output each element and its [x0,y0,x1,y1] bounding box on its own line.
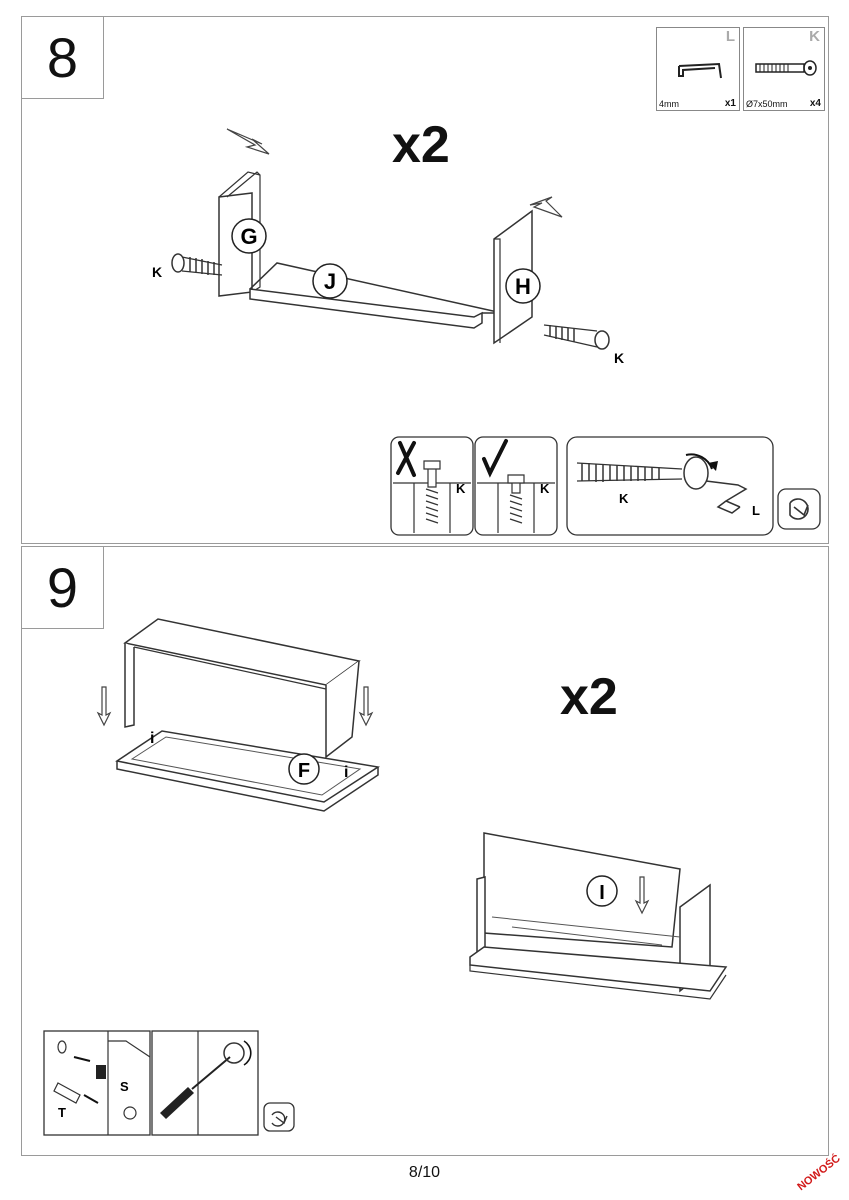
part-code: K [809,28,820,45]
part-qty: x4 [809,98,821,109]
confirmat-screw-icon [755,60,817,76]
label-i-right: i [344,764,348,781]
label-g: G [240,224,257,249]
part-qty: x1 [724,98,736,109]
part-spec: 4mm [659,99,679,109]
part-spec: Ø7x50mm [746,99,788,109]
repeat-icon [789,498,809,520]
repeat-icon [271,1111,288,1127]
part-box-l: L 4mm x1 [656,27,740,111]
quantity-multiplier: x2 [392,116,450,174]
part-box-k: K Ø7x50mm x4 [743,27,825,111]
label-t: T [58,1105,66,1120]
label-k-tool: K [619,491,629,506]
label-j: J [324,269,336,294]
step-number: 8 [22,17,104,99]
label-k-left: K [152,264,162,280]
label-f: F [298,760,310,782]
page-number: 8/10 [408,1164,441,1181]
quantity-multiplier: x2 [560,668,618,726]
assembly-drawing-step8: G J H K K K K K L [152,128,821,536]
label-k-correct: K [540,481,550,496]
label-s: S [120,1079,129,1094]
label-i-left: i [150,730,154,747]
step-9-panel: 9 x2 F i i I [21,546,829,1156]
label-k-wrong: K [456,481,466,496]
step-8-panel: 8 x2 L 4mm x1 K Ø7x50mm x4 [21,16,829,544]
label-l-tool: L [752,503,760,518]
label-i-panel: I [599,882,605,904]
allen-key-icon [678,62,722,79]
assembly-drawing-step9: F i i I S T [43,618,728,1136]
label-h: H [515,274,531,299]
step-number: 9 [22,547,104,629]
part-code: L [725,28,735,45]
label-k-right: K [614,350,624,366]
